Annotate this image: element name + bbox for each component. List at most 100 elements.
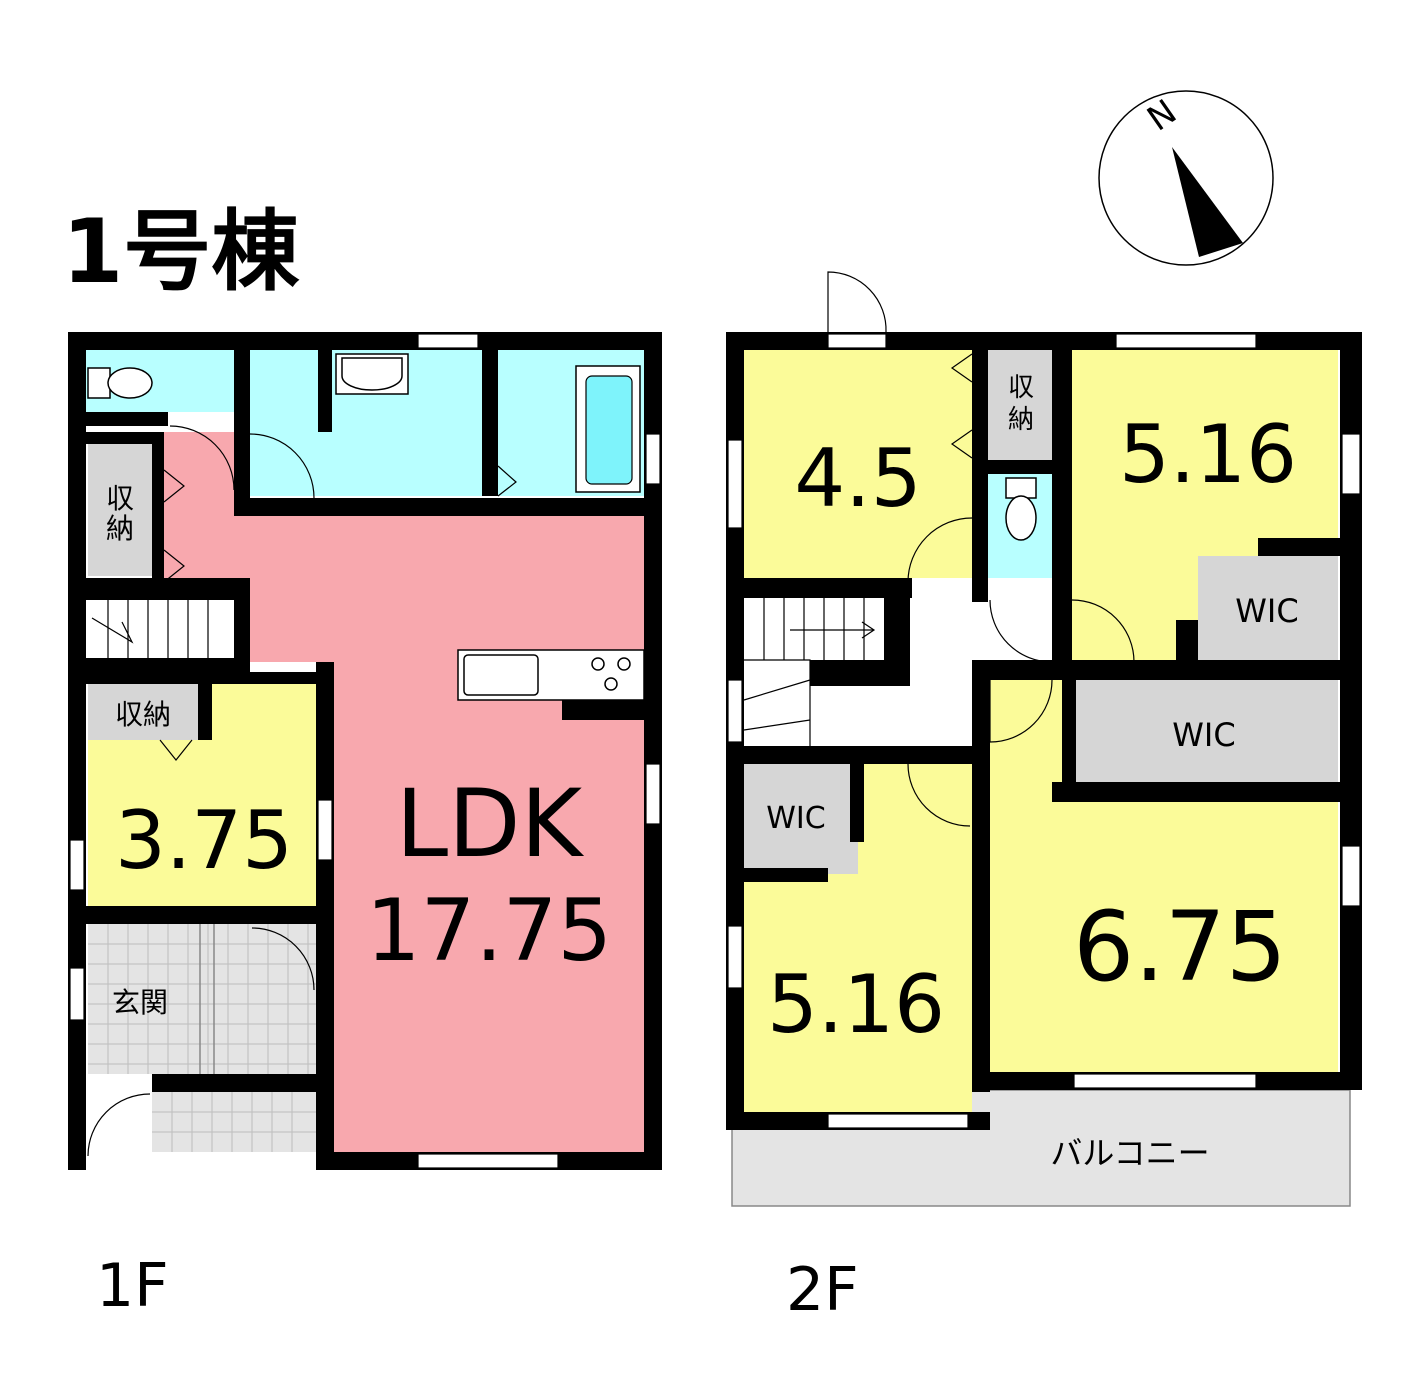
wall-toilet-top	[988, 460, 1052, 474]
window-1f-1	[417, 333, 479, 349]
wall-1f-right	[644, 496, 662, 1170]
door-arc-2f-4	[1071, 599, 1135, 663]
floor-1f: LDK 17.75 3.75 収 納 収納 玄関 1F	[68, 332, 662, 1321]
wall-516b-right	[972, 662, 990, 1092]
wall-wet-bottom	[234, 498, 662, 516]
wall-wet-3	[318, 350, 332, 432]
room-ldk	[160, 432, 644, 1152]
window-2f-4	[1073, 1073, 1257, 1089]
bathtub-icon	[575, 365, 641, 493]
window-1f-3	[645, 763, 661, 825]
compass: N	[1098, 90, 1274, 266]
window-1f-7	[69, 967, 85, 1021]
room-675	[990, 680, 1338, 1072]
porch	[152, 1092, 316, 1152]
sink-icon	[335, 353, 409, 395]
wall-45-right	[972, 332, 988, 602]
wall-1f-left	[68, 332, 86, 1170]
room-storage-2	[88, 684, 198, 740]
room-wic-1	[1198, 556, 1338, 660]
ldk-name: LDK	[396, 770, 585, 879]
wall-stair-mid-2f	[810, 660, 910, 686]
room-storage-1	[88, 444, 152, 576]
door-arc-2f-2	[907, 517, 973, 583]
window-2f-3	[1341, 845, 1361, 907]
wall-stair-top	[68, 578, 250, 600]
wall-375-top	[198, 672, 334, 684]
wall-wic1-top	[1258, 538, 1340, 556]
door-arc-3	[251, 927, 315, 991]
stairs-1f	[88, 600, 228, 658]
genkan-tiles	[88, 924, 316, 1152]
door-arc-4	[87, 1093, 151, 1157]
wall-storage-top	[68, 432, 162, 444]
wall-stair-right-2f	[884, 598, 910, 662]
ldk-area: 17.75	[366, 881, 612, 981]
storage-2f-label-top: 収	[1008, 373, 1034, 403]
window-2f-2	[1341, 433, 1361, 495]
window-1f-4	[417, 1153, 559, 1169]
genkan-label: 玄関	[112, 986, 168, 1019]
room-516a-area: 5.16	[1119, 408, 1297, 501]
window-2f-1	[1115, 333, 1257, 349]
wall-genkan-top	[68, 906, 334, 924]
storage-door-2	[159, 739, 193, 761]
wall-genkan-bottom	[152, 1074, 334, 1092]
window-2f-9	[827, 333, 887, 349]
wall-hall-bottom	[726, 746, 972, 764]
wall-stair-top-2f	[726, 578, 912, 598]
window-2f-7	[727, 925, 743, 989]
wall-516a-left	[1052, 332, 1072, 660]
room-675-area: 6.75	[1073, 891, 1287, 1003]
window-1f-2	[645, 433, 661, 485]
building-title: 1号棟	[62, 200, 300, 303]
wall-hall-right	[972, 660, 1340, 680]
wall-wet-2	[482, 350, 498, 496]
door-arc-2f-3	[989, 599, 1053, 663]
window-1f-5	[69, 839, 85, 891]
floor-2f: 4.5 5.16 5.16 6.75 収 納 WIC WIC WIC バルコニー…	[726, 271, 1362, 1325]
room-genkan	[88, 924, 316, 1074]
wall-wic2-left	[1062, 680, 1076, 800]
room-375	[88, 684, 316, 906]
room-45	[744, 350, 972, 578]
window-2f-8	[727, 679, 743, 743]
storage-2-label: 収納	[115, 698, 171, 731]
storage-1-label-bottom: 納	[106, 512, 134, 545]
wall-kitchen-stub	[562, 700, 644, 720]
door-arc-2f-6	[907, 763, 971, 827]
room-wic-2	[1062, 680, 1338, 782]
wall-toilet-bottom	[68, 412, 168, 426]
balcony-label: バルコニー	[1050, 1134, 1209, 1172]
wall-wic3-right	[850, 764, 864, 842]
toilet-2f-icon	[1005, 477, 1037, 541]
floor-label-2f: 2F	[786, 1255, 859, 1325]
wall-wic1-stub	[1176, 620, 1198, 660]
wall-1f-top	[68, 332, 662, 350]
floor-label-1f: 1F	[96, 1251, 169, 1321]
north-arrow-icon	[1172, 147, 1243, 257]
toilet-icon	[87, 367, 153, 399]
storage-doors-1	[163, 469, 185, 583]
room-375-area: 3.75	[115, 794, 293, 887]
room-516b-area: 5.16	[767, 958, 945, 1051]
window-2f-6	[727, 439, 743, 529]
wic-1-label: WIC	[1235, 592, 1298, 630]
wall-wet-1	[234, 350, 250, 516]
wic-3-label: WIC	[766, 801, 825, 836]
bath-door	[497, 465, 517, 497]
storage-2f-label-bottom: 納	[1008, 405, 1034, 435]
room-storage-2f	[988, 350, 1052, 460]
window-1f-6	[317, 799, 333, 861]
room-45-area: 4.5	[794, 432, 921, 525]
storage-doors-2f	[950, 353, 973, 459]
window-2f-5	[827, 1113, 969, 1129]
wall-stair-right	[234, 578, 250, 662]
wall-675-top	[1052, 782, 1340, 802]
door-arc-1	[169, 425, 235, 491]
storage-1-label-top: 収	[106, 482, 134, 515]
wall-storage2-right	[198, 672, 212, 740]
kitchen-counter-icon	[457, 649, 645, 701]
door-arc-2	[249, 433, 315, 499]
